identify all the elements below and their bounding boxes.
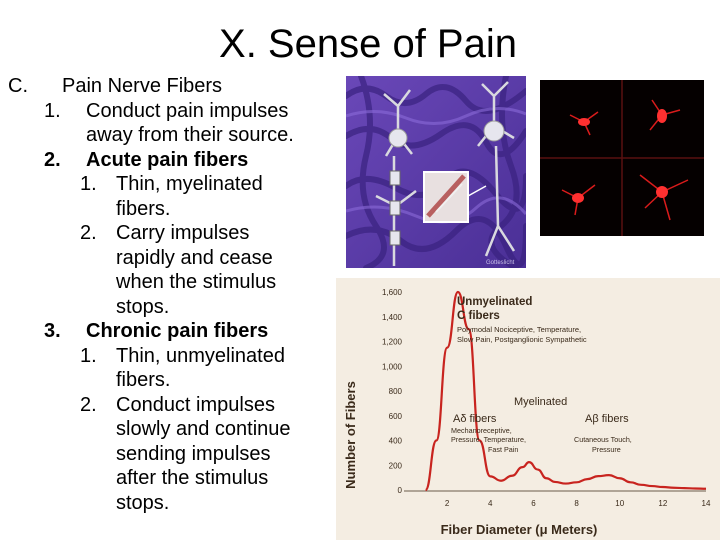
neuron-image-credit: Gotteslicht bbox=[486, 260, 515, 266]
outline-item: fibers. bbox=[8, 197, 338, 222]
c-fibers-desc-2: Slow Pain, Postganglionic Sympathetic bbox=[457, 335, 587, 344]
y-tick-label: 1,000 bbox=[382, 362, 403, 371]
y-tick-label: 600 bbox=[389, 412, 403, 421]
fluorescent-neurons-image bbox=[540, 80, 704, 236]
x-tick-label: 10 bbox=[615, 499, 624, 508]
outline-item: away from their source. bbox=[8, 123, 338, 148]
outline-text: fibers. bbox=[116, 369, 171, 391]
x-axis-label: Fiber Diameter (μ Meters) bbox=[441, 522, 598, 537]
outline-item: 2. Acute pain fibers bbox=[8, 148, 338, 173]
outline-text: Conduct impulses bbox=[116, 393, 275, 416]
c-fibers-desc-1: Polymodal Nociceptive, Temperature, bbox=[457, 325, 581, 334]
outline-text: stops. bbox=[116, 295, 170, 318]
outline-item: stops. bbox=[8, 491, 338, 516]
y-tick-label: 1,400 bbox=[382, 313, 403, 322]
slide-title: X. Sense of Pain bbox=[219, 22, 517, 66]
outline-marker: C. bbox=[8, 75, 28, 97]
a-beta-desc-2: Pressure bbox=[592, 445, 621, 454]
outline-text: Chronic pain fibers bbox=[86, 320, 269, 342]
myelinated-label: Myelinated bbox=[514, 396, 567, 408]
outline-marker: 1. bbox=[80, 344, 97, 367]
a-delta-label: Aδ fibers bbox=[453, 413, 497, 425]
outline-marker: 3. bbox=[44, 320, 61, 342]
x-tick-label: 2 bbox=[445, 499, 450, 508]
outline-item: 1. Conduct pain impulses bbox=[8, 99, 338, 124]
outline-item: slowly and continue bbox=[8, 417, 338, 442]
outline-item: fibers. bbox=[8, 368, 338, 393]
c-fibers-label: C fibers bbox=[457, 310, 500, 322]
outline-item: 3. Chronic pain fibers bbox=[8, 319, 338, 344]
x-tick-label: 4 bbox=[488, 499, 493, 508]
x-tick-label: 14 bbox=[702, 499, 711, 508]
outline-item: 1. Thin, myelinated bbox=[8, 172, 338, 197]
outline-item: 1. Thin, unmyelinated bbox=[8, 344, 338, 369]
outline-marker: 2. bbox=[80, 393, 97, 416]
a-delta-desc-3: Fast Pain bbox=[488, 445, 518, 454]
a-beta-label: Aβ fibers bbox=[585, 413, 629, 425]
outline-item: sending impulses bbox=[8, 442, 338, 467]
outline-text: rapidly and cease bbox=[116, 246, 273, 269]
y-tick-label: 1,600 bbox=[382, 288, 403, 297]
outline-item: when the stimulus bbox=[8, 270, 338, 295]
outline-text: Conduct pain impulses bbox=[86, 99, 289, 122]
outline-item: 2. Conduct impulses bbox=[8, 393, 338, 418]
outline-item: after the stimulus bbox=[8, 466, 338, 491]
a-delta-desc-2: Pressure, Temperature, bbox=[451, 435, 526, 444]
outline-text: Acute pain fibers bbox=[86, 148, 249, 171]
neuron-illustration: Gotteslicht bbox=[346, 76, 526, 268]
outline-marker: 1. bbox=[80, 173, 97, 195]
outline-text: slowly and continue bbox=[116, 418, 291, 440]
outline-item: stops. bbox=[8, 295, 338, 320]
outline-text: sending impulses bbox=[116, 442, 271, 465]
outline-text: stops. bbox=[116, 491, 170, 514]
a-beta-desc-1: Cutaneous Touch, bbox=[574, 435, 632, 444]
y-tick-label: 0 bbox=[398, 486, 403, 495]
outline-text: after the stimulus bbox=[116, 467, 269, 489]
outline-marker: 2. bbox=[80, 222, 97, 244]
outline-text: Thin, myelinated bbox=[116, 173, 263, 195]
x-tick-label: 12 bbox=[658, 499, 667, 508]
x-tick-label: 8 bbox=[574, 499, 579, 508]
outline-marker: 2. bbox=[44, 148, 61, 171]
outline-text: away from their source. bbox=[86, 124, 294, 146]
y-tick-label: 800 bbox=[389, 387, 403, 396]
outline-item: rapidly and cease bbox=[8, 246, 338, 271]
outline-text: when the stimulus bbox=[116, 271, 277, 293]
outline-text: fibers. bbox=[116, 197, 171, 220]
outline-text: Pain Nerve Fibers bbox=[62, 75, 223, 97]
outline-text: Thin, unmyelinated bbox=[116, 344, 285, 367]
series-line bbox=[424, 290, 707, 492]
y-tick-label: 1,200 bbox=[382, 338, 403, 347]
outline-item: 2. Carry impulses bbox=[8, 221, 338, 246]
a-delta-desc-1: Mechanoreceptive, bbox=[451, 426, 512, 435]
y-tick-label: 400 bbox=[389, 437, 403, 446]
outline-text: Carry impulses bbox=[116, 222, 250, 244]
outline-item: C. Pain Nerve Fibers bbox=[8, 74, 338, 99]
fiber-diameter-chart: 0 200 400 600 800 1,000 1,200 1,400 1,600 2 4 6 8 10… bbox=[336, 278, 720, 540]
x-tick-label: 6 bbox=[531, 499, 536, 508]
chart-svg: 0 200 400 600 800 1,000 1,200 1,400 1,600 2 4 6 8 10… bbox=[343, 288, 711, 537]
unmyelinated-label: Unmyelinated bbox=[457, 296, 532, 308]
y-axis-label: Number of Fibers bbox=[343, 381, 358, 489]
y-tick-label: 200 bbox=[389, 461, 403, 470]
outline-marker: 1. bbox=[44, 99, 61, 122]
